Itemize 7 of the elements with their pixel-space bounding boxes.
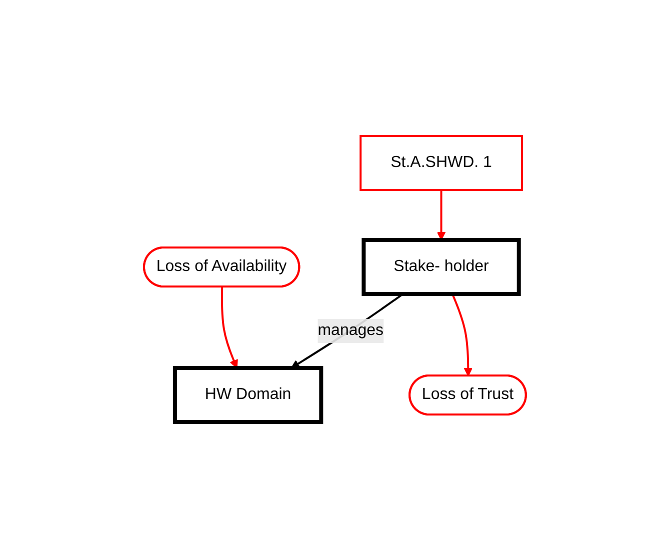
node-box: Stake- holder xyxy=(361,238,520,296)
arrow xyxy=(220,286,238,368)
edge-label: manages xyxy=(317,321,384,338)
node-box: St.A.SHWD. 1 xyxy=(359,134,522,190)
node-box: HW Domain xyxy=(172,366,323,424)
arrow xyxy=(451,293,472,376)
arrow xyxy=(436,190,446,240)
